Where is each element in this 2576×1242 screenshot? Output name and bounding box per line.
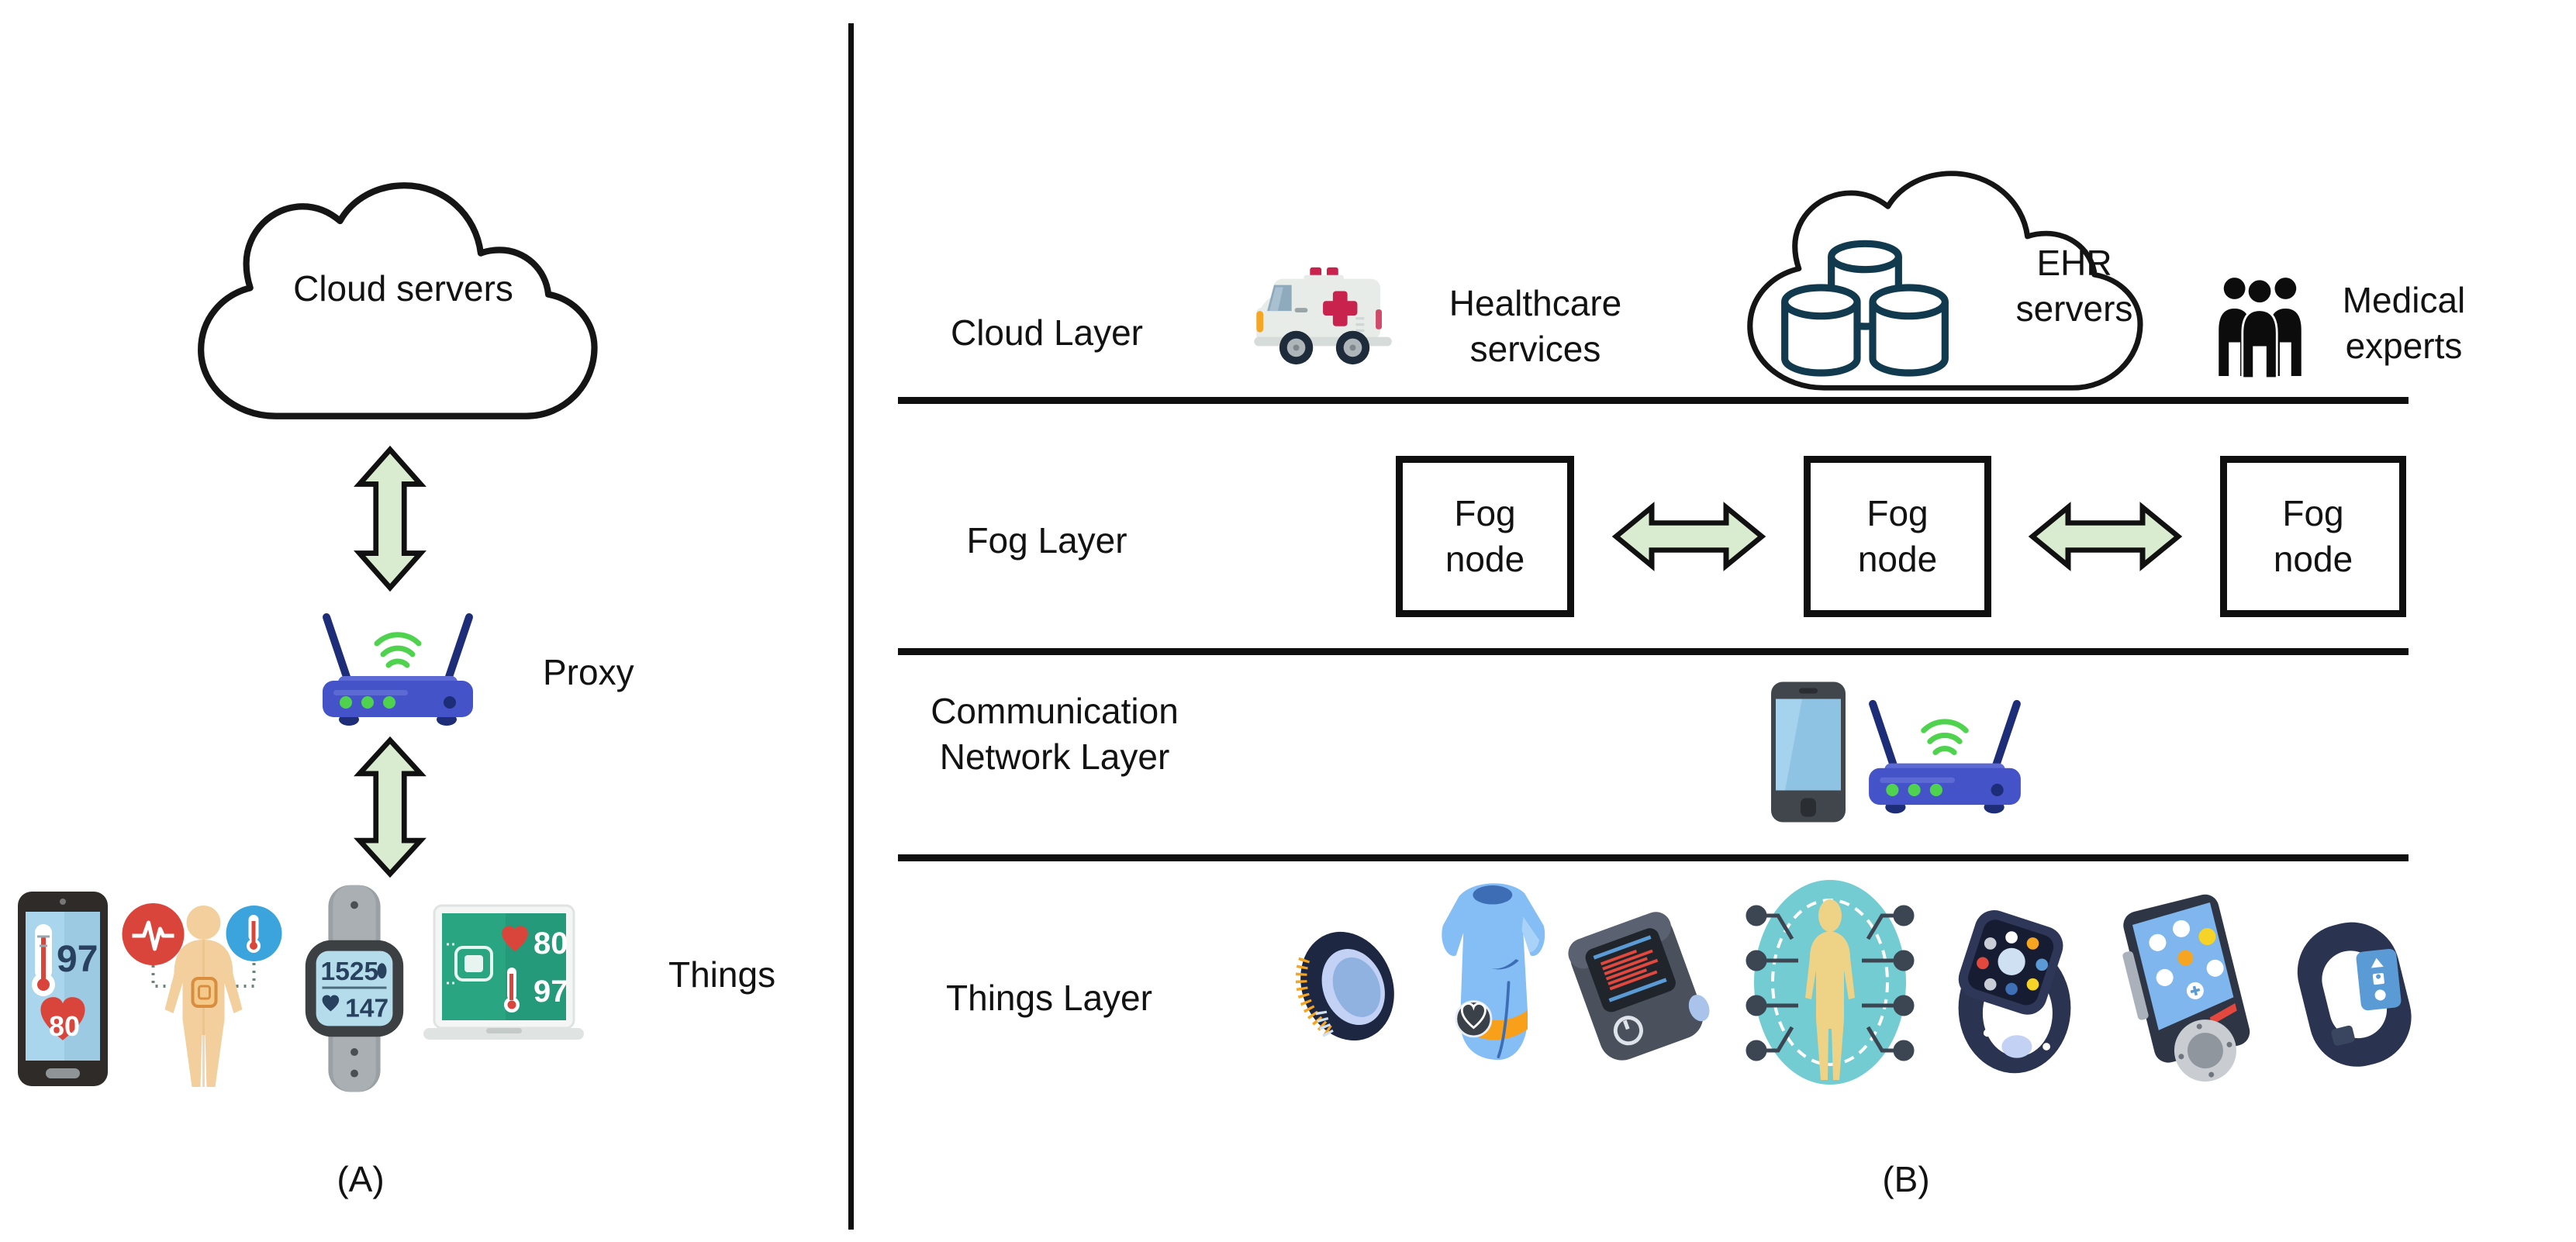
fog-layer-label: Fog Layer xyxy=(966,520,1127,561)
cloud-servers-shape: Cloud servers xyxy=(164,181,641,423)
database-stack-icon xyxy=(1749,229,1981,385)
fog-node-3: Fog node xyxy=(2220,456,2406,617)
cloud-servers-label: Cloud servers xyxy=(293,268,513,309)
body-sensors-icon xyxy=(116,892,291,1093)
laptop-pulse-value: 80 xyxy=(534,926,568,961)
ehr-cloud-shape: EHR servers xyxy=(1714,169,2187,394)
laptop-temp-value: 97 xyxy=(534,975,568,1009)
smart-vest-icon xyxy=(1428,868,1552,1089)
phone-pulse-value: 80 xyxy=(49,1010,80,1042)
separator-network-things xyxy=(898,854,2409,861)
double-arrow-vertical-icon xyxy=(353,737,427,878)
panel-divider xyxy=(848,23,854,1230)
health-laptop-icon: 80 97 xyxy=(420,901,587,1087)
cloud-layer-label: Cloud Layer xyxy=(950,312,1144,353)
smartwatch-icon xyxy=(1937,906,2092,1080)
medical-pump-icon xyxy=(2109,890,2264,1088)
ambulance-icon xyxy=(1250,262,1404,369)
health-phone-icon: 97 80 xyxy=(16,890,109,1088)
double-arrow-vertical-icon xyxy=(353,446,427,592)
double-arrow-horizontal-icon xyxy=(2028,501,2183,572)
phone-temp-value: 97 xyxy=(57,939,98,980)
fog-node-label: Fog node xyxy=(1857,493,1938,579)
separator-fog-network xyxy=(898,648,2409,655)
double-arrow-horizontal-icon xyxy=(1611,501,1766,572)
panel-b-caption: (B) xyxy=(1882,1159,1930,1199)
fog-node-label: Fog node xyxy=(2273,493,2353,579)
watch-heart-value: 147 xyxy=(345,995,388,1023)
people-group-icon xyxy=(2212,265,2308,380)
fog-node-label: Fog node xyxy=(1445,493,1525,579)
body-area-network-icon xyxy=(1741,867,1919,1093)
wifi-router-icon xyxy=(316,603,479,727)
fitness-watch-icon: 1525 147 xyxy=(293,884,416,1093)
panel-a-caption: (A) xyxy=(337,1159,385,1199)
things-layer-label: Things Layer xyxy=(946,978,1152,1018)
fog-node-2: Fog node xyxy=(1804,456,1991,617)
smart-ring-icon xyxy=(1283,909,1411,1064)
medical-experts-label: Medical experts xyxy=(2342,280,2466,366)
separator-cloud-fog xyxy=(898,397,2409,404)
things-label: Things xyxy=(668,954,776,995)
proxy-label: Proxy xyxy=(543,652,634,692)
healthcare-services-label: Healthcare services xyxy=(1449,283,1622,369)
watch-steps-value: 1525 xyxy=(321,957,379,986)
pulse-oximeter-icon xyxy=(1557,906,1716,1072)
cloud-icon xyxy=(198,182,598,419)
fog-node-1: Fog node xyxy=(1396,456,1574,617)
wifi-router-icon xyxy=(1863,688,2027,816)
ehr-servers-label: EHR servers xyxy=(2015,243,2133,329)
communication-layer-label: Communication Network Layer xyxy=(931,691,1179,777)
fitness-band-icon xyxy=(2284,916,2423,1075)
smartphone-icon xyxy=(1770,679,1847,825)
